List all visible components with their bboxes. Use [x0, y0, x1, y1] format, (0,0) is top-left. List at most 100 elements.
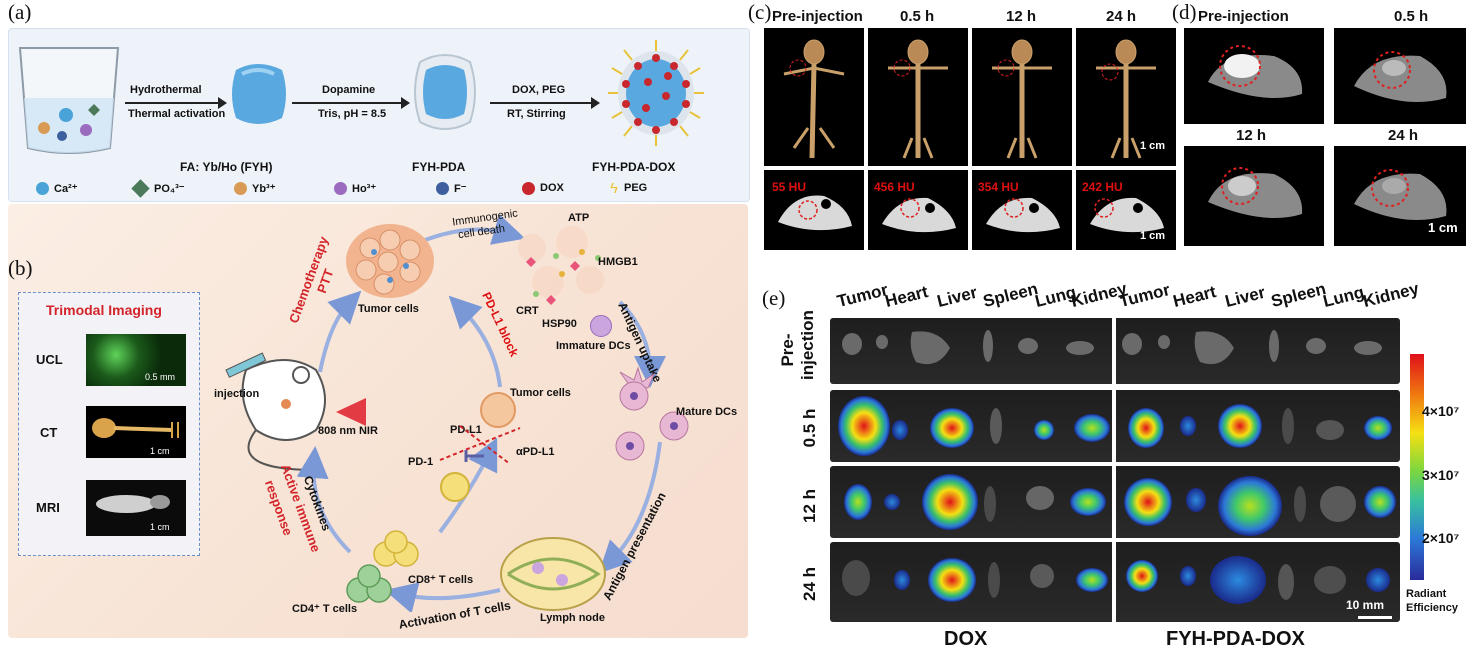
trimodal-title: Trimodal Imaging: [46, 302, 162, 318]
tumor-cells-2-label: Tumor cells: [510, 387, 571, 399]
lymph-node-icon: [500, 537, 606, 611]
step1-top-label: Hydrothermal: [130, 84, 202, 96]
c-hu-3: 242 HU: [1082, 180, 1123, 194]
c-scale-bottom: 1 cm: [1140, 230, 1166, 242]
step1-arrow: [125, 102, 221, 104]
step3-arrow: [490, 102, 594, 104]
panel-b-label: (b): [8, 256, 33, 280]
group-left-label: DOX: [944, 628, 988, 650]
mature-dcs-label: Mature DCs: [676, 406, 738, 418]
organ-header-right-kidney: Kidney: [1361, 278, 1421, 312]
ucl-scale-label: 0.5 mm: [145, 372, 176, 382]
row-label-12h: 12 h: [800, 488, 819, 524]
legend-ca-label: Ca²⁺: [54, 183, 78, 195]
ct-skeleton-icon: [92, 418, 179, 438]
fyh-name: FA: Yb/Ho (FYH): [180, 160, 273, 174]
beaker-illustration: [18, 47, 120, 154]
c-section-overlay: [778, 195, 1164, 233]
immunity-cycle-arrows: [296, 214, 666, 612]
c-time-2: 12 h: [1006, 8, 1037, 25]
row-label-pre-line1: Pre-: [778, 333, 797, 367]
step2-arrowhead-icon: [401, 97, 410, 109]
group-right-label: FYH-PDA-DOX: [1166, 628, 1305, 650]
ct-label: CT: [40, 425, 58, 440]
d-time-1: 0.5 h: [1394, 8, 1429, 25]
mri-image: [86, 480, 186, 536]
colorbar-label-1: Radiant: [1406, 588, 1447, 600]
panel-d-label: (d): [1172, 0, 1197, 24]
colorbar-tick-0: 4×10⁷: [1422, 403, 1460, 419]
injection-label: injection: [214, 388, 260, 400]
colorbar: [1410, 354, 1424, 580]
organ-header-right-liver: Liver: [1223, 282, 1268, 312]
tumor-cell-icon: [480, 392, 516, 428]
colorbar-tick-2: 2×10⁷: [1422, 530, 1460, 546]
organ-header-left-liver: Liver: [935, 282, 980, 312]
c-time-0: Pre-injection: [772, 8, 863, 25]
cd8-t-cells-icon: [373, 530, 419, 567]
c-hu-2: 354 HU: [978, 180, 1019, 194]
organ-header-right-lung: Lung: [1321, 282, 1367, 312]
fyh-pda-dox-particle: [608, 40, 704, 146]
c-hu-0: 55 HU: [772, 180, 807, 194]
organ-header-left-tumor: Tumor: [835, 280, 890, 312]
d-time-0: Pre-injection: [1198, 8, 1289, 25]
pd1-blockade-icon: [439, 425, 521, 465]
c-time-3: 24 h: [1106, 8, 1137, 25]
mri-scale-label: 1 cm: [150, 522, 170, 532]
fl-organs-pre: [842, 330, 1382, 365]
step2-bottom-label: Tris, pH = 8.5: [318, 108, 387, 120]
legend-yb-label: Yb³⁺: [252, 183, 276, 195]
step3-top-label: DOX, PEG: [512, 84, 566, 96]
row-label-pre-line2: injection: [798, 310, 817, 380]
step3-bottom-label: RT, Stirring: [507, 108, 566, 120]
panel-a-label: (a): [8, 0, 32, 24]
d-mri-overlay: [1208, 45, 1447, 220]
cd4-t-cells-icon: [346, 564, 392, 603]
ca-dot-icon: [36, 182, 49, 195]
ct-scale-label: 1 cm: [150, 446, 170, 456]
cd8-label: CD8⁺ T cells: [408, 574, 474, 586]
organ-header-right-spleen: Spleen: [1269, 279, 1328, 312]
fyh-pda-name: FYH-PDA: [412, 160, 466, 174]
fyh-pda-dox-name: FYH-PDA-DOX: [592, 160, 676, 174]
panel-c-label: (c): [748, 0, 772, 24]
step2-top-label: Dopamine: [322, 84, 376, 96]
hmgb1-label: HMGB1: [598, 256, 638, 268]
f-dot-icon: [436, 182, 449, 195]
step1-bottom-label: Thermal activation: [128, 108, 226, 120]
mature-dcs-icon: [615, 366, 689, 461]
peg-icon: ϟ: [610, 180, 618, 197]
c-time-1: 0.5 h: [900, 8, 935, 25]
fyh-pda-particle: [414, 54, 476, 130]
e-scale-label: 10 mm: [1346, 598, 1385, 612]
ho-dot-icon: [334, 182, 347, 195]
fyh-particle: [232, 64, 286, 124]
fl-group-divider: [1112, 318, 1116, 622]
ucl-image: [86, 334, 186, 386]
d-scale: 1 cm: [1428, 220, 1458, 235]
dox-dot-icon: [522, 182, 535, 195]
legend-dox-label: DOX: [540, 182, 564, 194]
organ-header-left-spleen: Spleen: [981, 279, 1040, 312]
colorbar-label-2: Efficiency: [1406, 602, 1458, 614]
mri-body-icon: [96, 495, 170, 513]
nir-label: 808 nm NIR: [318, 425, 378, 437]
c-scale-top: 1 cm: [1140, 140, 1166, 152]
ct-image: [86, 406, 186, 458]
legend-peg-label: PEG: [624, 182, 648, 194]
d-time-2: 12 h: [1236, 127, 1267, 144]
apdl1-label: αPD-L1: [516, 446, 555, 458]
ucl-label: UCL: [36, 352, 63, 367]
nir-laser-icon: [336, 398, 366, 426]
legend-f-label: F⁻: [454, 183, 467, 195]
tumor-cells-cluster: [346, 224, 434, 298]
tumor-cells-label: Tumor cells: [358, 303, 419, 315]
c-hu-1: 456 HU: [874, 180, 915, 194]
step3-arrowhead-icon: [591, 97, 600, 109]
organ-header-left-heart: Heart: [883, 282, 930, 312]
d-time-3: 24 h: [1388, 127, 1419, 144]
hsp90-label: HSP90: [542, 318, 577, 330]
icd-molecules: [518, 226, 604, 305]
cd4-label: CD4⁺ T cells: [292, 603, 358, 615]
